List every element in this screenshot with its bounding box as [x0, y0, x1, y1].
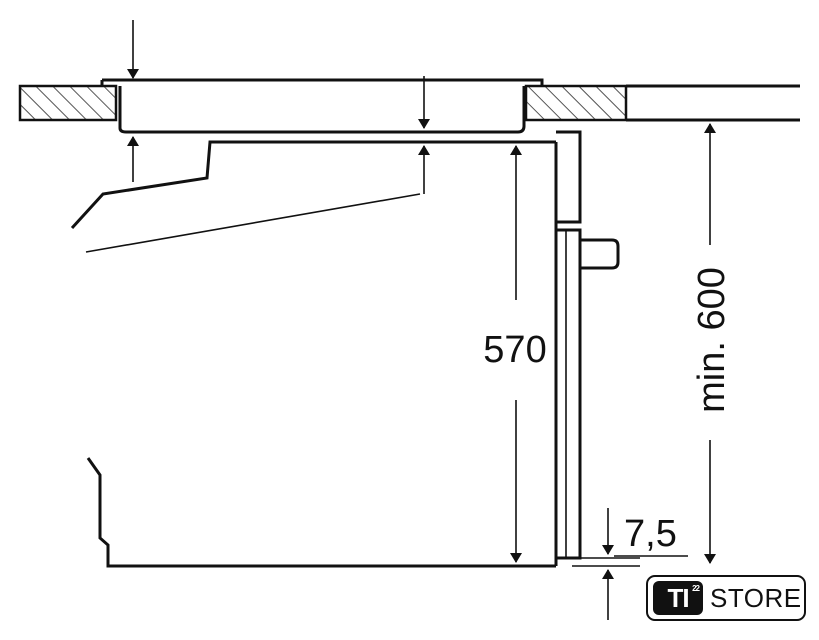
gap-label: 7,5 [624, 513, 677, 555]
logo-badge: TI 22 [653, 581, 703, 615]
oven-height-label: 570 [483, 329, 546, 371]
niche-height-label: min. 600 [691, 267, 733, 413]
oven-inner-slope-line [85, 193, 421, 253]
gap-dimension: 7,5 [572, 508, 688, 620]
logo-store-text: STORE [710, 582, 802, 613]
worktop-left-section [18, 84, 118, 122]
niche-height-dimension: min. 600 [691, 123, 733, 564]
oven-body [70, 140, 558, 568]
store-logo: TI 22 STORE [646, 575, 806, 621]
worktop-right-section [524, 84, 628, 122]
worktop [18, 84, 800, 122]
logo-badge-text: TI [667, 582, 689, 613]
cooktop [100, 78, 544, 134]
oven-door [556, 130, 620, 560]
logo-badge-superscript: 22 [692, 584, 700, 593]
oven-height-dimension: 570 [483, 145, 547, 563]
